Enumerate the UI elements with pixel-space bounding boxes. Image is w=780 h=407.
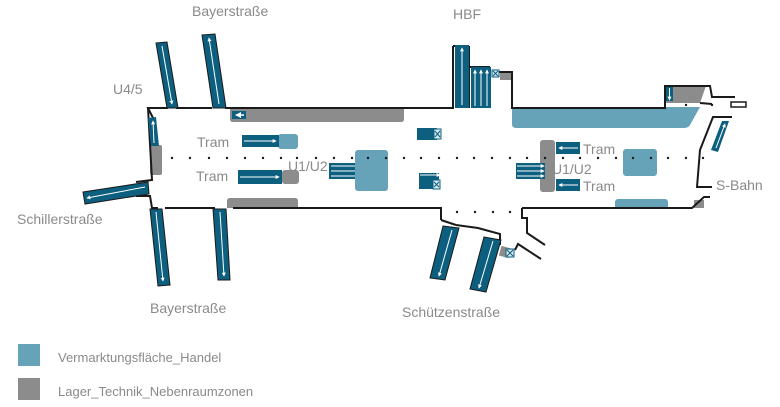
label-u1u2-left: U1/U2 xyxy=(288,158,328,174)
escalator-schuetzenstrasse-2[interactable] xyxy=(469,236,502,293)
elevator-icon[interactable] xyxy=(491,69,500,78)
legend-label-storage: Lager_Technik_Nebenraumzonen xyxy=(58,384,254,399)
retail-area[interactable] xyxy=(512,107,700,128)
storage-area[interactable] xyxy=(227,198,298,208)
elevator-icon[interactable] xyxy=(505,248,515,258)
legend-swatch-storage xyxy=(18,378,40,400)
storage-area[interactable] xyxy=(230,108,404,122)
wall-outline-left xyxy=(135,107,546,260)
storage-area[interactable] xyxy=(665,86,706,103)
escalator-u45[interactable] xyxy=(155,41,179,109)
retail-area[interactable] xyxy=(615,199,668,209)
retail-area[interactable] xyxy=(623,149,657,176)
label-u1u2-right: U1/U2 xyxy=(552,161,592,177)
label-u45: U4/5 xyxy=(113,81,143,97)
label-tram-right-bottom: Tram xyxy=(583,178,615,194)
escalator-hbf-stairs[interactable] xyxy=(471,67,491,108)
elevator-center-bottom[interactable] xyxy=(419,173,441,190)
storage-area[interactable] xyxy=(282,170,299,184)
escalator-sbahn[interactable] xyxy=(711,121,729,152)
escalator-tram-right-top[interactable] xyxy=(556,142,580,154)
escalator-tram-left-top[interactable] xyxy=(242,135,279,147)
platform-centerline xyxy=(170,103,714,214)
map-labels: Bayerstraße HBF U4/5 Schillerstraße Baye… xyxy=(17,3,763,320)
escalator-left-inner[interactable] xyxy=(148,117,159,146)
label-bayerstrasse-bottom: Bayerstraße xyxy=(150,300,226,316)
escalator-schillerstrasse[interactable] xyxy=(82,181,150,205)
storage-area[interactable] xyxy=(150,145,162,175)
escalator-bayerstrasse-top[interactable] xyxy=(201,33,227,109)
escalator-bayerstrasse-bottom-1[interactable] xyxy=(149,208,171,287)
escalator-tram-left-bottom[interactable] xyxy=(238,170,282,184)
wall-outline-bottom xyxy=(440,196,710,245)
label-hbf: HBF xyxy=(453,6,481,22)
escalators xyxy=(82,33,729,293)
escalator-u1u2-right[interactable] xyxy=(516,163,545,179)
elevator-center-top[interactable] xyxy=(417,128,442,140)
storage-area[interactable] xyxy=(500,71,513,80)
escalator-schuetzenstrasse-1[interactable] xyxy=(429,225,460,281)
legend-label-retail: Vermarktungsfläche_Handel xyxy=(58,350,222,365)
label-schillerstrasse: Schillerstraße xyxy=(17,211,103,227)
escalator-bayerstrasse-bottom-2[interactable] xyxy=(212,208,231,281)
escalator-top-left-short[interactable] xyxy=(232,111,246,119)
escalator-u1u2-left[interactable] xyxy=(329,163,355,179)
label-schuetzenstrasse: Schützenstraße xyxy=(402,304,500,320)
label-sbahn: S-Bahn xyxy=(716,177,763,193)
label-bayerstrasse-top: Bayerstraße xyxy=(192,3,268,19)
storage-area[interactable] xyxy=(694,200,704,208)
retail-area[interactable] xyxy=(278,134,298,149)
label-tram-left-bottom: Tram xyxy=(196,168,228,184)
retail-areas xyxy=(278,107,700,209)
label-tram-left-top: Tram xyxy=(197,134,229,150)
escalator-tram-right-bottom[interactable] xyxy=(556,179,580,191)
label-tram-right-top: Tram xyxy=(583,141,615,157)
escalator-right-top-down[interactable] xyxy=(666,87,673,101)
legend-swatch-retail xyxy=(18,344,40,366)
escalator-hbf-main[interactable] xyxy=(455,45,469,108)
storage-areas xyxy=(150,71,706,259)
retail-area[interactable] xyxy=(355,150,388,191)
wall-opening xyxy=(730,101,747,108)
